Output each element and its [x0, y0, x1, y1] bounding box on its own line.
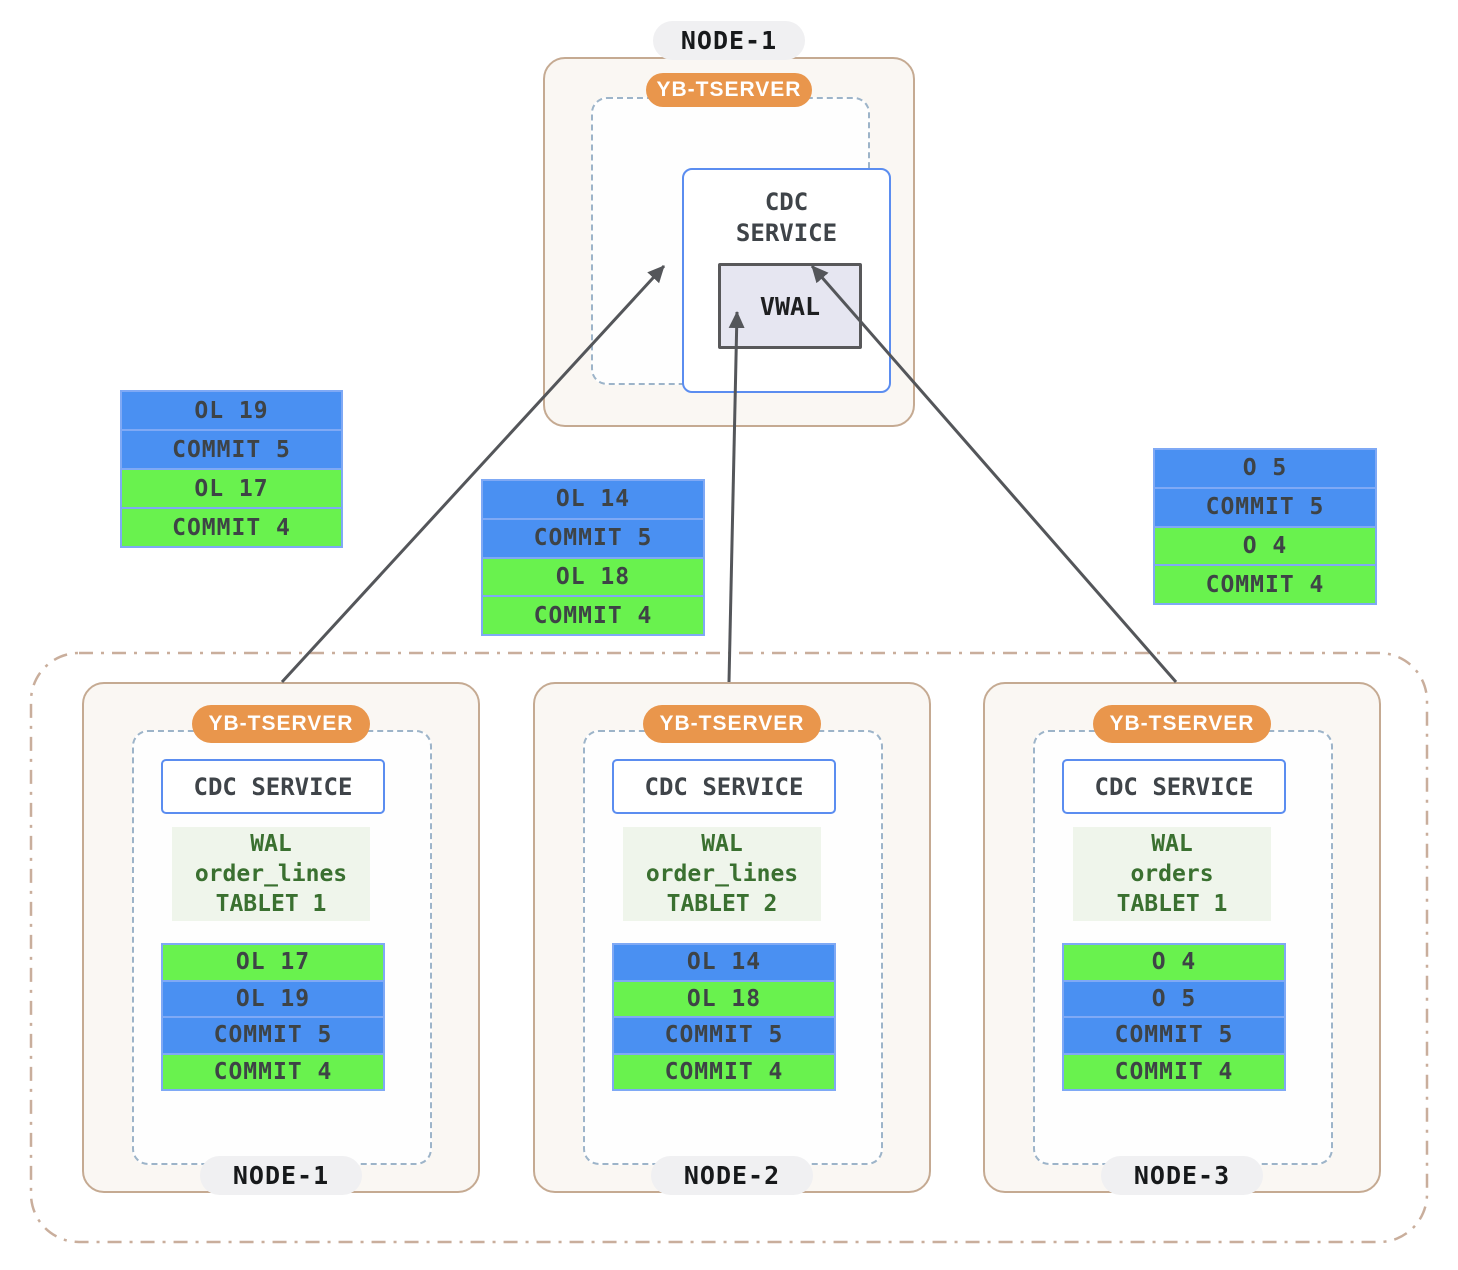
cdc-service-title-line2: SERVICE: [735, 219, 838, 247]
wal-entry: O 5: [1153, 448, 1377, 489]
floating-wal-batch-right: O 5 COMMIT 5 O 4 COMMIT 4: [1153, 448, 1377, 605]
wal-label-line3: TABLET 2: [666, 891, 778, 917]
floating-wal-batch-left: OL 19 COMMIT 5 OL 17 COMMIT 4: [120, 390, 343, 548]
top-cdc-service-box: CDC SERVICE VWAL: [682, 168, 891, 393]
wal-entry: COMMIT 4: [481, 595, 705, 636]
wal-label-line1: WAL: [701, 831, 743, 857]
wal-entries-stack: O 4 O 5 COMMIT 5 COMMIT 4: [1062, 943, 1286, 1091]
wal-tablet-label: WAL order_lines TABLET 1: [172, 827, 370, 921]
wal-entry: COMMIT 4: [1153, 564, 1377, 605]
wal-entry: O 5: [1062, 979, 1286, 1018]
wal-entry: OL 18: [612, 979, 836, 1018]
wal-entry: OL 19: [120, 390, 343, 431]
node-label-pill: NODE-3: [1101, 1156, 1263, 1195]
wal-entry: COMMIT 4: [161, 1052, 385, 1091]
wal-entry: COMMIT 4: [120, 507, 343, 548]
wal-label-line1: WAL: [250, 831, 292, 857]
top-node-label-pill: NODE-1: [653, 21, 805, 60]
floating-wal-batch-middle: OL 14 COMMIT 5 OL 18 COMMIT 4: [481, 479, 705, 636]
wal-label-line3: TABLET 1: [215, 891, 327, 917]
wal-entries-stack: OL 14 OL 18 COMMIT 5 COMMIT 4: [612, 943, 836, 1091]
wal-entry: COMMIT 4: [1062, 1052, 1286, 1091]
cdc-service-box: CDC SERVICE: [612, 759, 836, 814]
bottom-node-1-box: YB-TSERVER CDC SERVICE WAL order_lines T…: [82, 682, 480, 1195]
top-tserver-badge: YB-TSERVER: [646, 73, 812, 107]
wal-entry: OL 14: [481, 479, 705, 520]
wal-entry: OL 17: [161, 943, 385, 982]
tserver-badge: YB-TSERVER: [643, 705, 821, 743]
wal-entry: O 4: [1153, 525, 1377, 567]
wal-label-line2: order_lines: [645, 861, 799, 887]
wal-entry: COMMIT 5: [161, 1016, 385, 1055]
node-label-pill: NODE-2: [651, 1156, 813, 1195]
top-tserver-dashed-region: CDC SERVICE VWAL: [591, 97, 891, 393]
wal-entry: OL 19: [161, 979, 385, 1018]
top-node-box: NODE-1 YB-TSERVER CDC SERVICE VWAL: [543, 21, 915, 427]
wal-label-line1: WAL: [1151, 831, 1193, 857]
bottom-node-3-box: YB-TSERVER CDC SERVICE WAL orders TABLET…: [983, 682, 1381, 1195]
wal-tablet-label: WAL orders TABLET 1: [1073, 827, 1271, 921]
wal-entry: COMMIT 5: [1062, 1016, 1286, 1055]
wal-entry: COMMIT 5: [120, 429, 343, 470]
cdc-service-box: CDC SERVICE: [161, 759, 385, 814]
wal-label-line2: order_lines: [194, 861, 348, 887]
vwal-box: VWAL: [718, 263, 862, 349]
wal-entry: COMMIT 4: [612, 1052, 836, 1091]
wal-entries-stack: OL 17 OL 19 COMMIT 5 COMMIT 4: [161, 943, 385, 1091]
cdc-service-box: CDC SERVICE: [1062, 759, 1286, 814]
wal-entry: OL 14: [612, 943, 836, 982]
node-label-pill: NODE-1: [200, 1156, 362, 1195]
wal-entry: OL 18: [481, 556, 705, 598]
bottom-node-2-box: YB-TSERVER CDC SERVICE WAL order_lines T…: [533, 682, 931, 1195]
tserver-badge: YB-TSERVER: [1093, 705, 1271, 743]
wal-label-line2: orders: [1130, 861, 1214, 887]
cdc-service-title-line1: CDC: [764, 188, 809, 216]
wal-tablet-label: WAL order_lines TABLET 2: [623, 827, 821, 921]
wal-entry: OL 17: [120, 468, 343, 509]
wal-entry: COMMIT 5: [612, 1016, 836, 1055]
wal-entry: COMMIT 5: [481, 517, 705, 559]
wal-label-line3: TABLET 1: [1116, 891, 1228, 917]
wal-entry: O 4: [1062, 943, 1286, 982]
wal-entry: COMMIT 5: [1153, 486, 1377, 528]
tserver-badge: YB-TSERVER: [192, 705, 370, 743]
